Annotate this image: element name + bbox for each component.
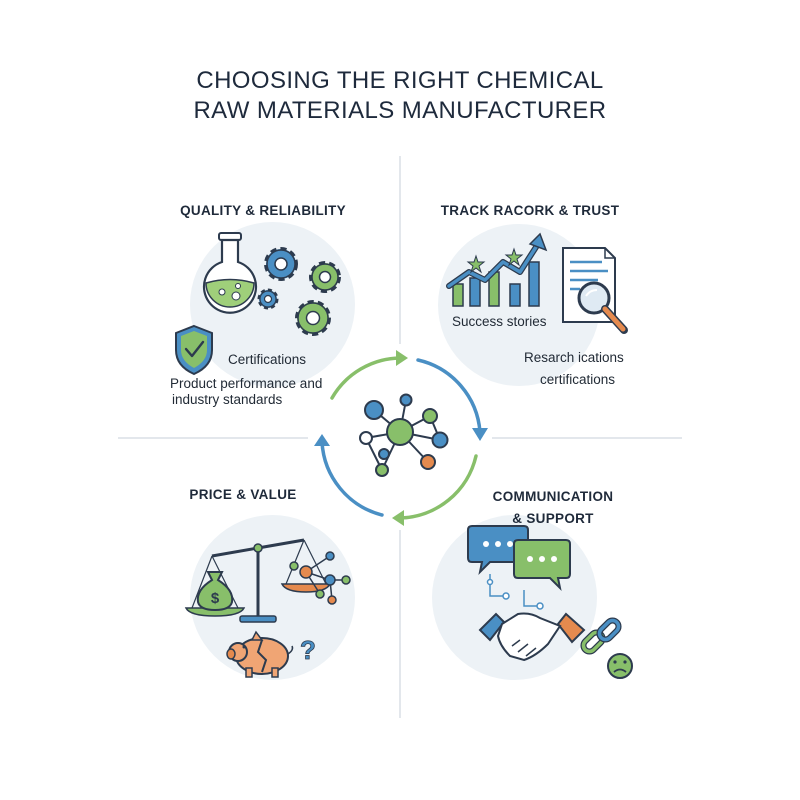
page-title: CHOOSING THE RIGHT CHEMICAL RAW MATERIAL… xyxy=(0,66,800,126)
divider-top xyxy=(399,156,401,344)
question-mark-icon: ? xyxy=(300,635,316,665)
dollar-sign: $ xyxy=(211,590,220,607)
divider-left xyxy=(118,437,308,439)
chat-bubble-icon xyxy=(513,539,571,592)
cycle-arrows xyxy=(314,350,488,526)
gear-icon xyxy=(309,261,341,293)
communication-heading: COMMUNICATION & SUPPORT xyxy=(480,486,626,530)
title-line-1: CHOOSING THE RIGHT CHEMICAL xyxy=(196,67,604,94)
communication-heading-line-1: COMMUNICATION xyxy=(492,489,614,504)
price-heading: PRICE & VALUE xyxy=(189,487,297,502)
certifications-label: Certifications xyxy=(228,352,307,367)
balance-scale-icon xyxy=(184,538,332,623)
communication-heading-line-2: & SUPPORT xyxy=(512,511,594,526)
money-bag-icon: $ xyxy=(196,571,234,612)
flask-icon xyxy=(202,232,258,314)
sad-face-icon xyxy=(607,653,633,679)
divider-right xyxy=(492,437,682,439)
gear-icon xyxy=(295,300,331,336)
gear-icon xyxy=(264,247,298,281)
divider-bottom xyxy=(399,530,401,718)
title-line-2: RAW MATERIALS MANUFACTURER xyxy=(193,97,607,124)
molecule-small-icon xyxy=(289,551,351,605)
gear-icon xyxy=(257,288,279,310)
molecule-network-icon xyxy=(359,393,449,477)
track-heading: TRACK RACORK & TRUST xyxy=(440,203,620,218)
chain-link-icon xyxy=(580,617,622,655)
document-magnifier-icon xyxy=(562,247,628,334)
piggy-bank-icon xyxy=(226,630,294,678)
shield-check-icon xyxy=(175,324,213,376)
handshake-icon xyxy=(478,612,586,662)
research-label: Resarch ications xyxy=(524,350,624,365)
growth-chart-icon xyxy=(446,232,548,307)
connection-lines-icon xyxy=(486,574,544,610)
quality-heading: QUALITY & RELIABILITY xyxy=(180,203,346,218)
success-stories-label: Success stories xyxy=(452,314,547,329)
performance-label-2: industry standards xyxy=(172,392,283,407)
performance-label-1: Product performance and xyxy=(170,376,323,391)
track-certifications-label: certifications xyxy=(540,372,616,387)
